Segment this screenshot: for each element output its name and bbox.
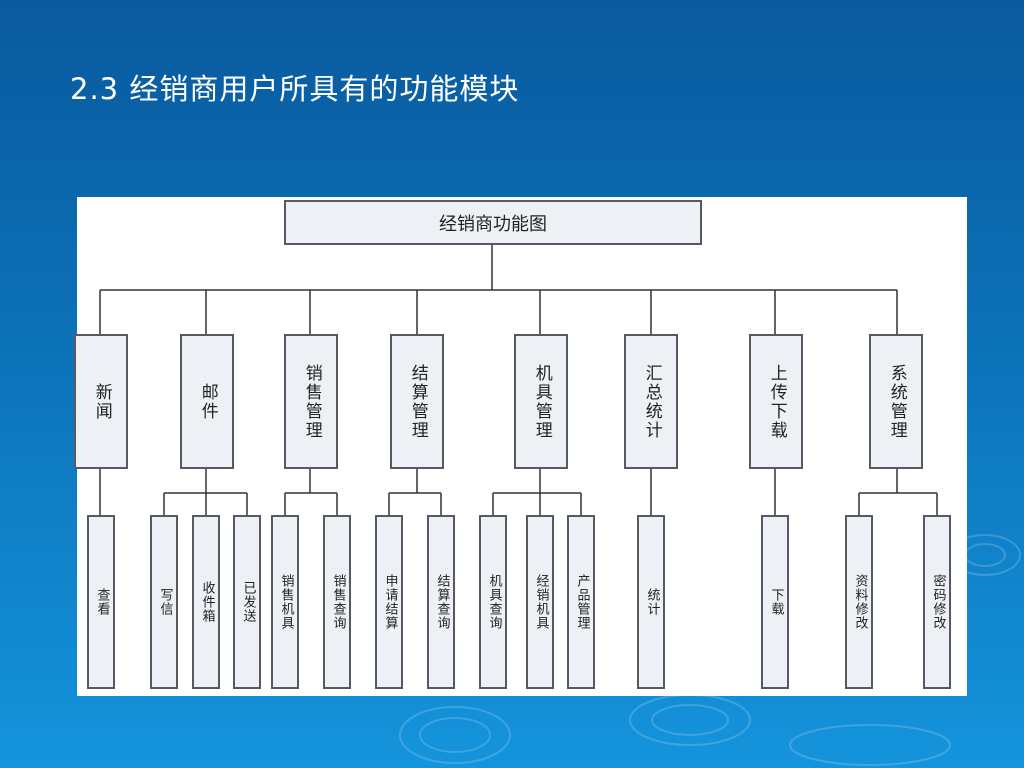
module-upload-download: 上传下载 (749, 334, 803, 469)
leaf-profile-edit: 资料修改 (845, 515, 873, 689)
module-news: 新闻 (74, 334, 128, 469)
leaf-mail-write: 写信 (150, 515, 178, 689)
module-system-management: 系统管理 (869, 334, 923, 469)
function-diagram: 经销商功能图 新闻 邮件 销售管理 结算管理 机具管理 汇总统计 上传下载 系统… (74, 197, 967, 696)
leaf-settlement-apply: 申请结算 (375, 515, 403, 689)
leaf-mail-sent: 已发送 (233, 515, 261, 689)
diagram-connectors (99, 245, 938, 515)
leaf-download: 下载 (761, 515, 789, 689)
leaf-password-change: 密码修改 (923, 515, 951, 689)
leaf-sales-query: 销售查询 (323, 515, 351, 689)
leaf-statistics: 统计 (637, 515, 665, 689)
module-summary-statistics: 汇总统计 (624, 334, 678, 469)
leaf-settlement-query: 结算查询 (427, 515, 455, 689)
leaf-sales-devices: 销售机具 (271, 515, 299, 689)
module-mail: 邮件 (180, 334, 234, 469)
module-settlement-management: 结算管理 (390, 334, 444, 469)
leaf-device-query: 机具查询 (479, 515, 507, 689)
leaf-news-view: 查看 (87, 515, 115, 689)
leaf-product-management: 产品管理 (567, 515, 595, 689)
root-node: 经销商功能图 (284, 200, 702, 245)
leaf-dealer-devices: 经销机具 (526, 515, 554, 689)
module-sales-management: 销售管理 (284, 334, 338, 469)
slide-title: 2.3 经销商用户所具有的功能模块 (70, 72, 520, 106)
module-device-management: 机具管理 (514, 334, 568, 469)
leaf-mail-inbox: 收件箱 (192, 515, 220, 689)
